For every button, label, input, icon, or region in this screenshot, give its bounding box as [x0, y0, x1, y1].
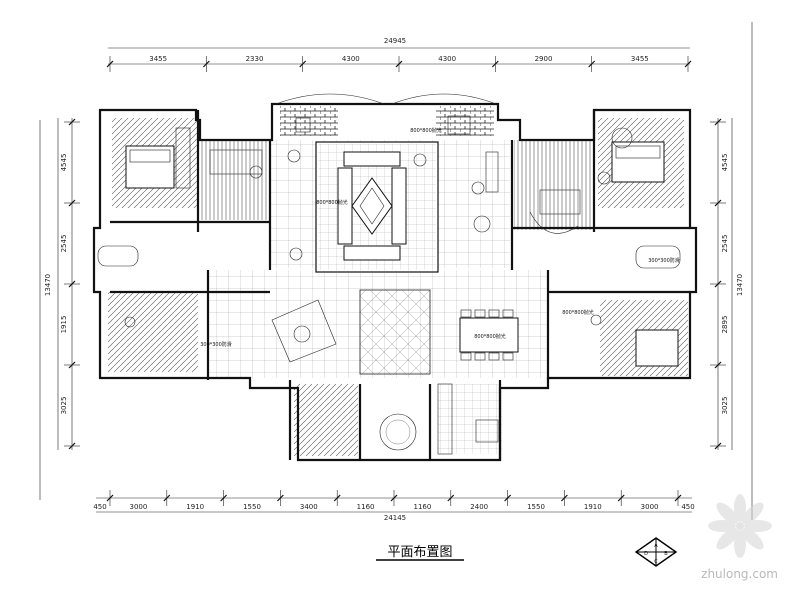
dim-left-2: 1915 — [60, 316, 68, 334]
walls — [92, 93, 698, 462]
dim-right-2: 2895 — [721, 316, 729, 334]
dim-right-total: 13470 — [736, 274, 744, 296]
dim-bottom-4: 1160 — [357, 503, 375, 511]
dim-top-2: 4300 — [342, 55, 360, 63]
dimension-left: 4545 2545 1915 3025 13470 — [44, 118, 80, 450]
dim-bottom-0: 3000 — [129, 503, 147, 511]
dim-right-0: 4545 — [721, 154, 729, 172]
dim-right-3: 3025 — [721, 397, 729, 415]
dim-left-total: 13470 — [44, 274, 52, 296]
dimension-top: 24945 3455 2330 4300 4300 2900 3455 — [106, 37, 692, 72]
dim-top-5: 3455 — [631, 55, 649, 63]
dim-bottom-1: 1910 — [186, 503, 204, 511]
dim-bottom-9: 3000 — [641, 503, 659, 511]
dim-top-total: 24945 — [384, 37, 406, 45]
room-label-bath-left: 300*300防滑 — [200, 341, 232, 348]
dim-bottom-8: 1910 — [584, 503, 602, 511]
compass-letter-d: D — [644, 551, 648, 557]
section-symbol: A B C D — [634, 537, 678, 567]
watermark-logo — [708, 494, 772, 558]
dim-top-1: 2330 — [246, 55, 264, 63]
dim-bottom-edge-left: 450 — [93, 503, 106, 511]
dimension-bottom: 3000 1910 1550 3400 1160 1160 2400 1550 1910 3000… — [93, 490, 695, 522]
dim-bottom-edge-right: 450 — [681, 503, 694, 511]
room-label-dining: 800*800抛光 — [474, 333, 506, 340]
compass-letter-a: A — [654, 543, 658, 549]
compass-letter-c: C — [654, 559, 658, 565]
dim-bottom-6: 2400 — [470, 503, 488, 511]
room-label-living: 800*800抛光 — [316, 199, 348, 206]
dim-overall-width: 24145 — [384, 514, 406, 522]
furniture — [97, 115, 681, 455]
dim-bottom-3: 3400 — [300, 503, 318, 511]
room-label-bath-right: 300*300防滑 — [648, 257, 680, 264]
room-label-corridor-right: 800*800抛光 — [562, 309, 594, 316]
room-label-kitchen-top: 800*800抛光 — [410, 127, 442, 134]
dim-left-1: 2545 — [60, 235, 68, 253]
sheet-border — [39, 22, 753, 520]
dim-top-0: 3455 — [149, 55, 167, 63]
watermark-text: zhulong.com — [701, 567, 778, 581]
dim-top-4: 2900 — [535, 55, 553, 63]
dim-left-0: 4545 — [60, 154, 68, 172]
dimension-right: 4545 2545 2895 3025 13470 — [710, 118, 744, 450]
dim-bottom-7: 1550 — [527, 503, 545, 511]
dim-top-3: 4300 — [438, 55, 456, 63]
dim-bottom-5: 1160 — [413, 503, 431, 511]
compass-letter-b: B — [664, 551, 668, 557]
dim-left-3: 3025 — [60, 397, 68, 415]
dim-bottom-2: 1550 — [243, 503, 261, 511]
drawing-title: 平面布置图 — [387, 545, 452, 560]
dim-right-1: 2545 — [721, 235, 729, 253]
